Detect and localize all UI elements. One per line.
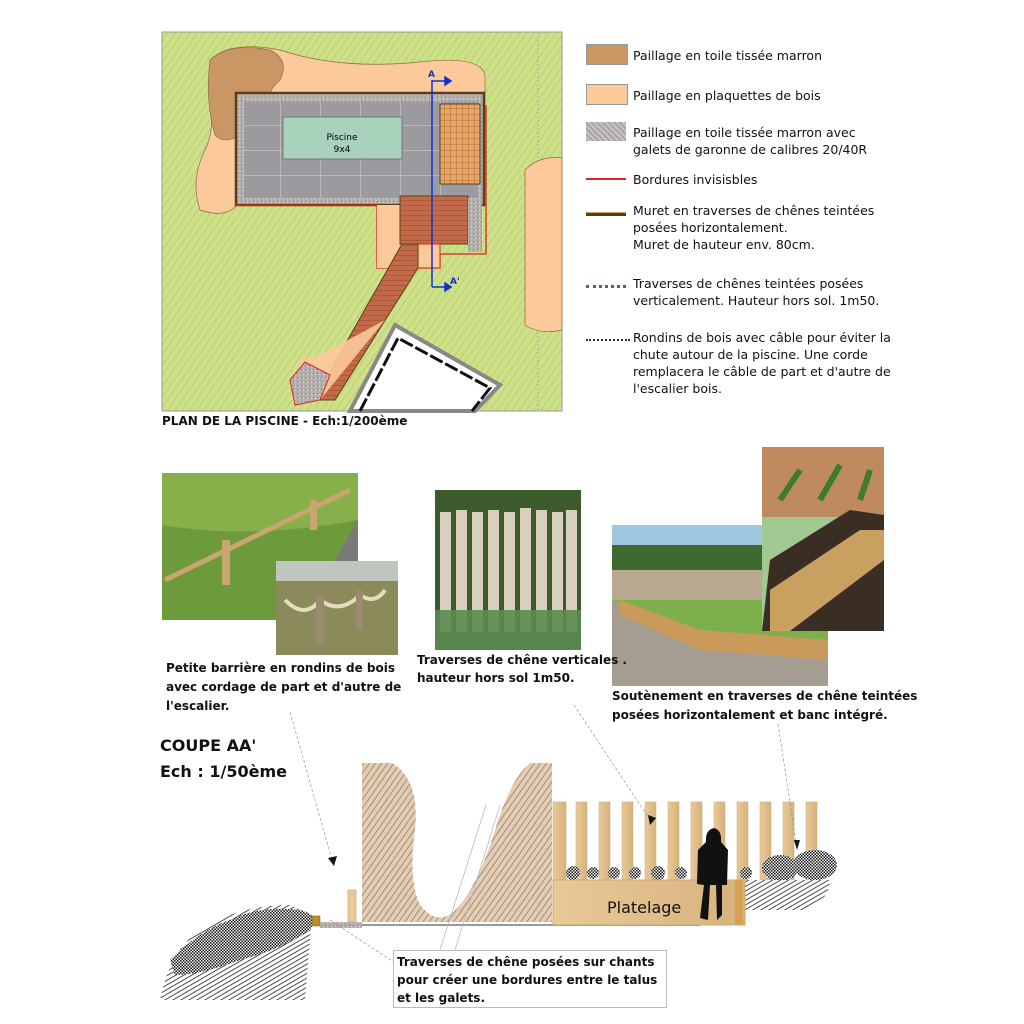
legend-label: Muret de hauteur env. 80cm. — [633, 237, 815, 252]
legend-label: chute autour de la piscine. Une corde — [633, 347, 868, 362]
pool-plan: A A' Piscine 9x4 — [161, 31, 563, 413]
legend-label: posées horizontalement. — [633, 220, 788, 235]
legend-label: Rondins de bois avec câble pour éviter l… — [633, 330, 891, 345]
deck-section — [552, 879, 746, 926]
section-start-label: A — [428, 70, 435, 80]
caption-line: hauteur hors sol 1m50. — [417, 671, 575, 685]
legend-label: Traverses de chênes teintées posées — [633, 276, 864, 291]
section-scale: Ech : 1/50ème — [160, 762, 287, 781]
caption-line: l'escalier. — [166, 699, 230, 713]
legend-label: verticalement. Hauteur hors sol. 1m50. — [633, 293, 880, 308]
caption-line: posées horizontalement et banc intégré. — [612, 708, 888, 722]
brown-swatch — [586, 44, 628, 65]
caption-line: Soutènement en traverses de chêne teinté… — [612, 689, 918, 703]
caption-line: Petite barrière en rondins de bois — [166, 661, 395, 675]
photo-rope-barrier — [276, 561, 398, 655]
legend-label: l'escalier bois. — [633, 381, 722, 396]
note-line: et les galets. — [397, 991, 486, 1005]
note-line: Traverses de chêne posées sur chants — [397, 955, 655, 969]
legend-label: Muret en traverses de chênes teintées — [633, 203, 875, 218]
legend-label: Paillage en plaquettes de bois — [633, 88, 821, 103]
section-line-aa — [431, 75, 453, 293]
dotted-line-swatch — [586, 339, 630, 341]
section-title: COUPE AA' — [160, 736, 257, 755]
section-aa-drawing — [160, 704, 837, 1000]
section-end-label: A' — [450, 277, 460, 287]
legend-label: galets de garonne de calibres 20/40R — [633, 142, 868, 157]
plan-caption: PLAN DE LA PISCINE - Ech:1/200ème — [162, 414, 408, 428]
dashed-line-swatch — [586, 285, 626, 288]
wooden-terrace — [399, 195, 469, 245]
leader-lines — [289, 704, 797, 964]
pool-label: Piscine — [326, 133, 358, 143]
edging-sleeper — [311, 915, 321, 927]
photo-vertical-sleepers — [435, 490, 581, 650]
legend-label: remplacera le câble de part et d'autre d… — [633, 364, 891, 379]
wall-section — [362, 763, 552, 922]
note-line: pour créer une bordures entre le talus — [397, 973, 658, 987]
legend-label: Bordures invisisbles — [633, 172, 758, 187]
person-silhouette — [697, 828, 728, 920]
caption-line: avec cordage de part et d'autre de — [166, 680, 402, 694]
section-note-box: Traverses de chêne posées sur chants pou… — [393, 950, 667, 1008]
dark-line-swatch — [586, 212, 626, 216]
pool — [282, 116, 403, 160]
pool-size: 9x4 — [334, 145, 351, 155]
wooden-deck — [439, 103, 481, 185]
vertical-sleeper-fence — [552, 801, 818, 883]
gravel-swatch — [586, 122, 626, 141]
caption-line: Traverses de chêne verticales . — [417, 653, 627, 667]
photo-raised-bed — [762, 447, 884, 631]
house — [346, 322, 504, 413]
red-line-swatch — [586, 178, 626, 180]
deck-label: Platelage — [607, 898, 682, 917]
legend-label: Paillage en toile tissée marron — [633, 48, 823, 63]
light-swatch — [586, 84, 628, 105]
legend-label: Paillage en toile tissée marron avec — [633, 125, 856, 140]
